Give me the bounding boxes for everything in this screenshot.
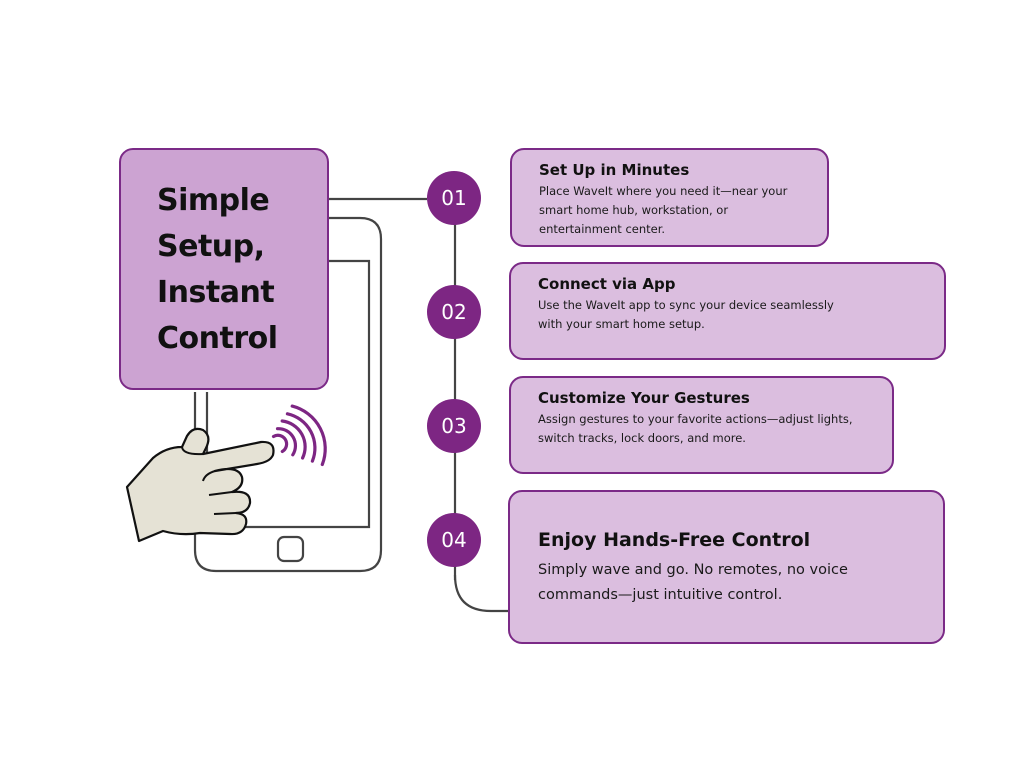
step-3-card: Customize Your Gestures Assign gestures … [509, 376, 894, 474]
step-1-title: Set Up in Minutes [539, 161, 690, 179]
step-3-title: Customize Your Gestures [538, 389, 750, 407]
title-line-4: Control [157, 321, 278, 356]
step-1-description: Place WaveIt where you need it—near your… [539, 184, 788, 236]
step-4-number: 04 [427, 513, 481, 567]
step-2-card: Connect via App Use the WaveIt app to sy… [509, 262, 946, 360]
step-3-description: Assign gestures to your favorite actions… [538, 412, 853, 445]
title-line-2: Setup, [157, 229, 265, 264]
title-line-3: Instant [157, 275, 275, 310]
timeline-end-curve [453, 574, 508, 613]
step-4-card: Enjoy Hands-Free Control Simply wave and… [508, 490, 945, 644]
step-2-number: 02 [427, 285, 481, 339]
step-4-description: Simply wave and go. No remotes, no voice… [538, 562, 848, 603]
wave-signal-icon [271, 404, 327, 467]
step-1-number: 01 [427, 171, 481, 225]
title-line-1: Simple [157, 183, 270, 218]
step-4-title: Enjoy Hands-Free Control [538, 529, 811, 551]
step-2-title: Connect via App [538, 275, 676, 293]
pointing-hand-icon [125, 427, 275, 543]
step-1-card: Set Up in Minutes Place WaveIt where you… [510, 148, 829, 247]
title-box: Simple Setup, Instant Control [119, 148, 329, 390]
step-2-description: Use the WaveIt app to sync your device s… [538, 298, 834, 331]
phone-home-button [276, 535, 305, 563]
step-3-number: 03 [427, 399, 481, 453]
